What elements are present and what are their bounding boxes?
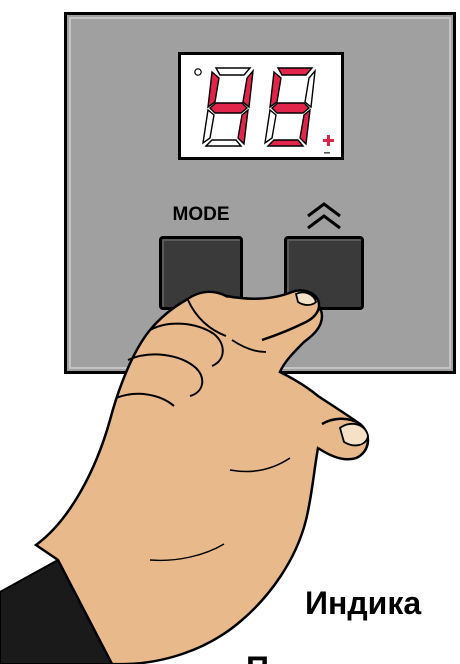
thumbnail	[340, 424, 368, 446]
caption-line-1: Индика	[305, 583, 421, 623]
caption-line-2: П	[246, 648, 269, 664]
